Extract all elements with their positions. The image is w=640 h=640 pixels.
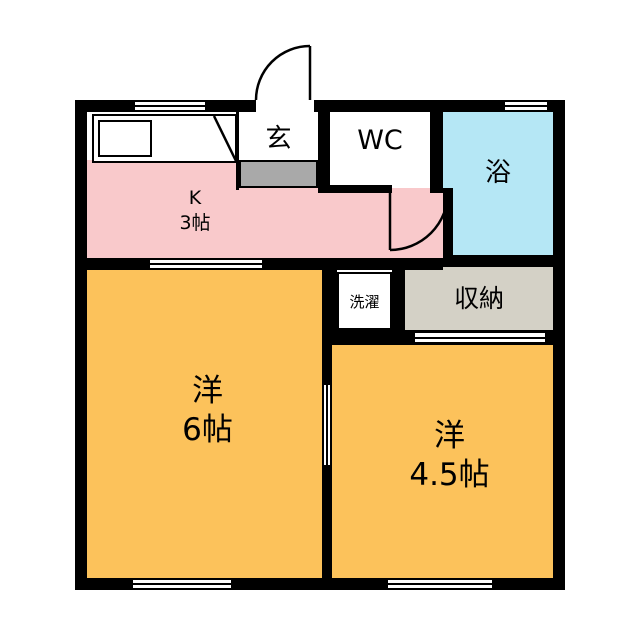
room-bath: [443, 112, 553, 255]
label-western-6-line1: 洋: [192, 373, 223, 409]
label-western-4-5-line2: 4.5帖: [409, 456, 490, 493]
opening-storage-doors: [415, 331, 545, 344]
genkan-step: [239, 160, 318, 188]
entrance-door-arc: [254, 44, 311, 101]
wall-bath-left: [443, 188, 453, 255]
wall-wc-bottom: [318, 185, 392, 193]
room-wc: [330, 112, 430, 188]
window-bottom-left: [133, 578, 231, 590]
wall-kitchen-bottom-right: [262, 258, 443, 270]
label-laundry: 洗濯: [349, 292, 380, 311]
opening-between-rooms: [322, 385, 332, 465]
label-storage-text: 収納: [453, 284, 504, 313]
wall-right: [553, 100, 565, 590]
label-genkan: 玄: [239, 123, 318, 156]
wall-laundry-left: [322, 258, 337, 345]
label-bath: 浴: [443, 157, 553, 190]
room-genkan: [239, 112, 318, 162]
label-western-4-5-line1: 洋: [434, 418, 465, 454]
label-wc: WC: [330, 124, 430, 158]
wall-bath-bottom: [443, 255, 553, 267]
label-western-6: 洋 6帖: [105, 372, 310, 450]
wall-kitchen-bottom-left: [87, 258, 150, 270]
room-western-4-5: [332, 345, 553, 578]
opening-kitchen-west6: [150, 258, 262, 270]
wall-wc-bath: [430, 112, 443, 193]
label-kitchen-line2: 3帖: [179, 211, 211, 234]
label-bath-text: 浴: [484, 158, 511, 188]
room-storage: [405, 267, 553, 335]
room-western-6: [87, 265, 322, 578]
label-storage: 収納: [405, 283, 553, 314]
wall-genkan-wc: [318, 112, 330, 193]
label-western-4-5: 洋 4.5帖: [337, 417, 562, 495]
label-kitchen: K 3帖: [140, 186, 250, 235]
label-wc-text: WC: [357, 125, 403, 156]
label-genkan-text: 玄: [265, 124, 292, 154]
wall-genkan-left: [236, 112, 239, 190]
entrance-doorway-gap: [256, 100, 314, 112]
laundry-box: 洗濯: [337, 272, 392, 330]
wall-left: [75, 100, 87, 590]
wall-laundry-right: [392, 258, 405, 335]
label-western-6-line2: 6帖: [182, 411, 233, 448]
kitchen-sink: [98, 120, 152, 157]
window-top-right: [505, 100, 547, 112]
window-bottom-right: [388, 578, 492, 590]
label-kitchen-line1: K: [188, 187, 202, 209]
window-top-left: [135, 100, 205, 112]
